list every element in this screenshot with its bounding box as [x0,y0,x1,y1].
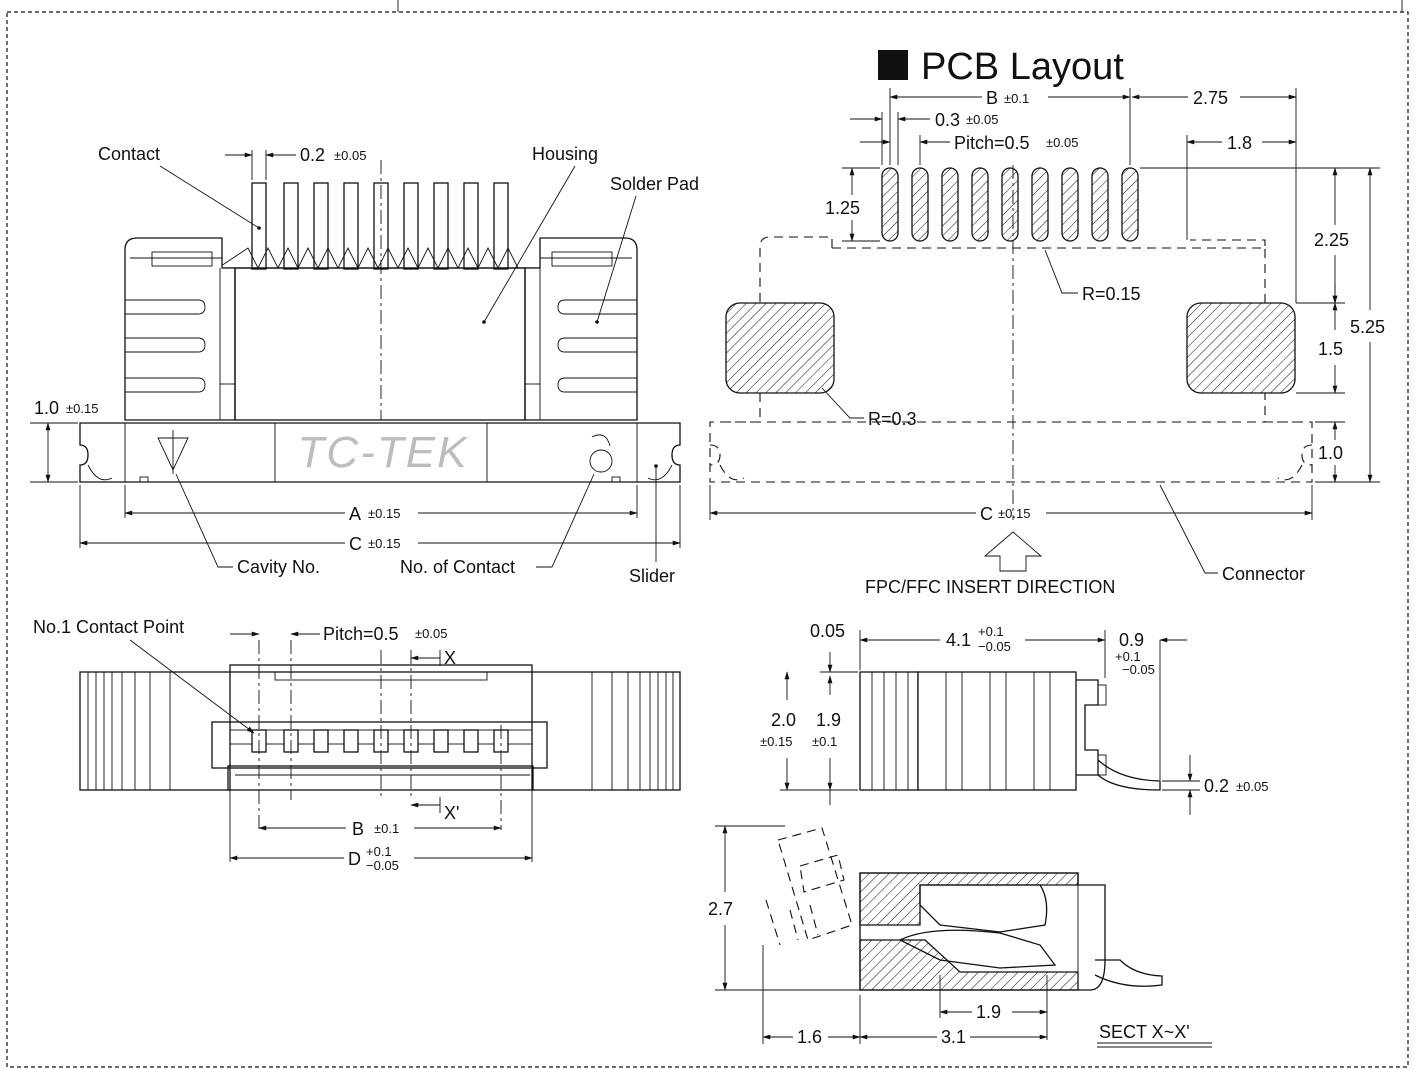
label-cavity-no: Cavity No. [237,557,320,577]
pcb-dim-0-3: 0.3 [935,110,960,130]
pcb-dim-0-3-tol: ±0.05 [966,112,998,127]
top-view: TC-TEK 0.2 ±0.05 1.0 ±0.15 A ±0.15 C ±0.… [30,144,699,586]
pcb-dim-2-75: 2.75 [1193,88,1228,108]
side-dim-2-0: 2.0 [771,710,796,730]
side-dim-4-1: 4.1 [946,630,971,650]
label-no1-contact-point: No.1 Contact Point [33,617,184,637]
side-dim-0-9-minus: −0.05 [1122,662,1155,677]
side-dim-2-0-tol: ±0.15 [760,734,792,749]
dim-height-1-0-tol: ±0.15 [66,401,98,416]
sect-dim-1-9: 1.9 [976,1002,1001,1022]
bottom-view: Pitch=0.5 ±0.05 X X' B ±0.1 D +0.1 −0.05… [33,617,681,873]
title-square-icon [878,50,908,80]
pcb-dim-b: B [986,88,998,108]
label-no-of-contact: No. of Contact [400,557,515,577]
dim-a-tol: ±0.15 [368,506,400,521]
signal-pads [881,167,1139,242]
label-r-0-3: R=0.3 [868,409,917,429]
bottom-dim-d-plus: +0.1 [366,844,392,859]
bottom-dim-pitch-tol: ±0.05 [415,626,447,641]
bottom-dim-d-minus: −0.05 [366,858,399,873]
pcb-dim-1-25: 1.25 [825,198,860,218]
bottom-dim-pitch: Pitch=0.5 [323,624,399,644]
pcb-layout-title: PCB Layout [921,46,1124,88]
pcb-dim-pitch-tol: ±0.05 [1046,135,1078,150]
label-x-prime: X' [444,803,459,823]
sheet-border [6,11,1409,1068]
sect-dim-1-6: 1.6 [797,1027,822,1047]
sect-dim-3-1: 3.1 [941,1027,966,1047]
pcb-dim-2-25: 2.25 [1314,230,1349,250]
pcb-dim-1-5: 1.5 [1318,339,1343,359]
pcb-dim-pitch: Pitch=0.5 [954,133,1030,153]
bottom-dim-b-tol: ±0.1 [374,821,399,836]
dim-c-tol: ±0.15 [368,536,400,551]
dim-c: C [349,534,362,554]
label-insert-direction: FPC/FFC INSERT DIRECTION [865,577,1115,597]
label-solder-pad: Solder Pad [610,174,699,194]
pcb-dim-b-tol: ±0.1 [1004,91,1029,106]
side-dim-4-1-plus: +0.1 [978,624,1004,639]
side-dim-0-9: 0.9 [1119,630,1144,650]
dim-contact-width-tol: ±0.05 [334,148,366,163]
label-housing: Housing [532,144,598,164]
label-slider: Slider [629,566,675,586]
section-label: SECT X~X' [1099,1022,1190,1042]
insert-direction-arrow-icon [983,531,1043,572]
label-r-0-15: R=0.15 [1082,284,1141,304]
label-x: X [444,648,456,668]
bottom-dim-b: B [352,819,364,839]
side-dim-1-9-tol: ±0.1 [812,734,837,749]
side-dim-0-2: 0.2 [1204,776,1229,796]
bottom-contacts [251,729,509,753]
sect-dim-2-7: 2.7 [708,899,733,919]
brand-logo: TC-TEK [298,428,469,477]
contact-pins [251,182,509,270]
pcb-dim-5-25: 5.25 [1350,317,1385,337]
side-dim-0-2-tol: ±0.05 [1236,779,1268,794]
side-view: 0.05 1.9 ±0.1 2.0 ±0.15 4.1 +0.1 −0.05 0… [760,621,1268,815]
dim-a: A [349,504,361,524]
pcb-dim-c: C [980,504,993,524]
side-dim-0-05: 0.05 [810,621,845,641]
pcb-dim-1-8: 1.8 [1227,133,1252,153]
pcb-layout-view: PCB Layout B ±0.1 [709,46,1385,597]
mounting-pad-left [725,302,835,394]
section-view: 2.7 1.9 1.6 3.1 SECT X~X' [708,825,1212,1048]
side-dim-4-1-minus: −0.05 [978,639,1011,654]
mounting-pad-right [1186,302,1296,394]
bottom-dim-d: D [348,849,361,869]
dim-height-1-0: 1.0 [34,398,59,418]
dim-contact-width: 0.2 [300,145,325,165]
label-connector: Connector [1222,564,1305,584]
side-dim-1-9: 1.9 [816,710,841,730]
label-contact: Contact [98,144,160,164]
side-dim-0-9-plus: +0.1 [1115,649,1141,664]
pcb-dim-1-0: 1.0 [1318,443,1343,463]
pcb-dim-c-tol: ±0.15 [998,506,1030,521]
